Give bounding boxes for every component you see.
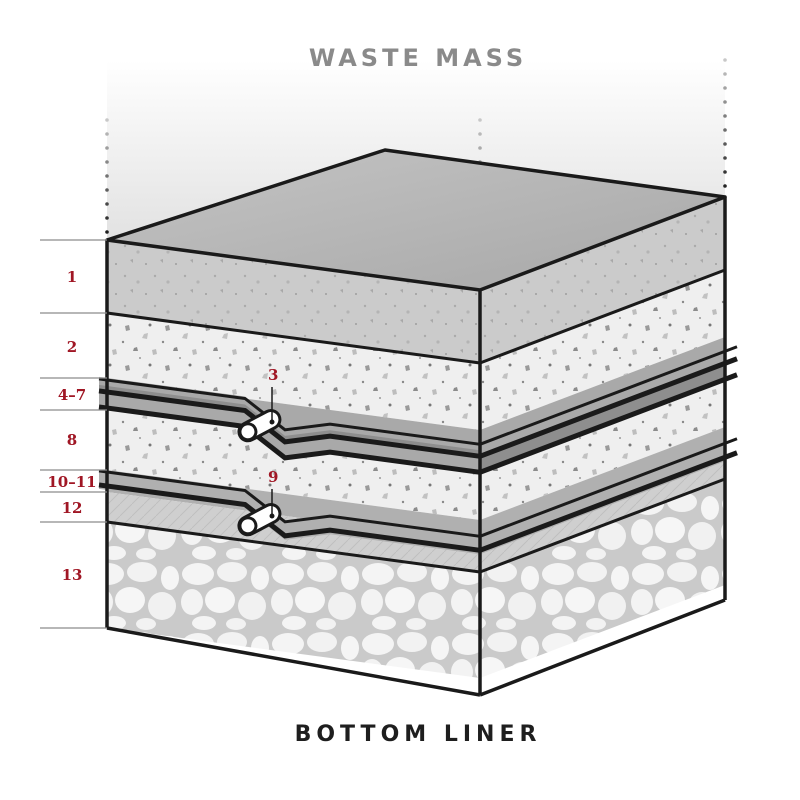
guide-left-dot xyxy=(105,216,109,220)
bottom-right-edge xyxy=(479,598,726,697)
leak-detection-pipe-9-end xyxy=(238,516,258,536)
leachate-collection-pipe-3-end xyxy=(238,422,258,442)
secondary-liner-geomembrane xyxy=(98,482,481,553)
callout-label-3: 3 xyxy=(268,366,279,384)
guide-right-dot xyxy=(723,128,727,132)
guide-left xyxy=(105,118,109,234)
layer-label-12: 12 xyxy=(61,499,83,517)
right-layer-1 xyxy=(480,197,725,363)
left-boundary-1 xyxy=(106,520,481,574)
callout-label-9: 9 xyxy=(268,468,279,486)
guide-right-dot xyxy=(723,142,727,146)
primary-liner-geomembrane-2 xyxy=(98,404,481,475)
layer-label-13: 13 xyxy=(61,566,83,584)
guide-left-dot xyxy=(105,230,109,234)
right-primary-top-edge xyxy=(479,345,738,446)
pipes xyxy=(237,387,282,537)
guide-right-dot xyxy=(723,184,727,188)
right-layer-13 xyxy=(480,479,725,678)
layer-label-1: 1 xyxy=(66,268,78,286)
layer-label-4-7: 4–7 xyxy=(57,386,87,404)
layer-label-8: 8 xyxy=(66,431,78,449)
guide-left-dot xyxy=(105,174,109,178)
guide-right-dot xyxy=(723,114,727,118)
bottom-left-edge xyxy=(106,626,481,697)
callout-3-dot xyxy=(269,419,275,425)
waste-mass-haze xyxy=(107,60,725,240)
right-primary-geomembrane-1 xyxy=(479,356,738,459)
layer-label-10-11: 10–11 xyxy=(47,473,97,491)
guide-left-dot xyxy=(105,160,109,164)
guide-left-dot xyxy=(105,202,109,206)
guide-right-dot xyxy=(723,100,727,104)
guide-right-dot xyxy=(723,170,727,174)
callout-9-dot xyxy=(269,513,275,519)
guide-left-dot xyxy=(105,132,109,136)
guide-right xyxy=(723,58,727,188)
left-layer-2 xyxy=(107,313,480,430)
right-primary-liner-core xyxy=(480,363,725,471)
waste-mass-title: WASTE MASS xyxy=(308,44,528,72)
guide-left-dot xyxy=(105,146,109,150)
bottom-liner-title: BOTTOM LINER xyxy=(294,722,542,747)
right-layer-2 xyxy=(480,270,725,430)
layer-label-2: 2 xyxy=(66,338,78,356)
guide-front-dot xyxy=(478,132,482,136)
guide-left-dot xyxy=(105,118,109,122)
guide-right-dot xyxy=(723,58,727,62)
guide-front-dot xyxy=(478,146,482,150)
layer-tick-lines xyxy=(40,239,107,629)
left-layer-1 xyxy=(107,240,480,363)
block-outline xyxy=(105,197,727,697)
guide-front-dot xyxy=(478,118,482,122)
left-face xyxy=(98,240,481,678)
guide-right-dot xyxy=(723,156,727,160)
leachate-collection-pipe-3 xyxy=(237,409,282,443)
right-secondary-top-edge xyxy=(479,437,738,538)
right-face xyxy=(479,197,738,678)
right-boundary-0 xyxy=(479,268,726,365)
secondary-liner-band xyxy=(99,470,480,555)
right-boundary-1 xyxy=(479,477,726,574)
guide-right-dot xyxy=(723,72,727,76)
primary-liner-top-edge xyxy=(98,377,481,446)
left-layer-8 xyxy=(107,405,480,520)
guide-left-dot xyxy=(105,188,109,192)
right-primary-geomembrane-2 xyxy=(479,372,738,475)
guide-right-dot xyxy=(723,86,727,90)
leak-detection-pipe-9 xyxy=(237,503,282,537)
secondary-liner-top-edge xyxy=(98,469,481,538)
primary-liner-geomembrane-1 xyxy=(98,388,481,459)
right-secondary-geomembrane xyxy=(479,450,738,553)
left-boundary-0 xyxy=(106,311,481,365)
